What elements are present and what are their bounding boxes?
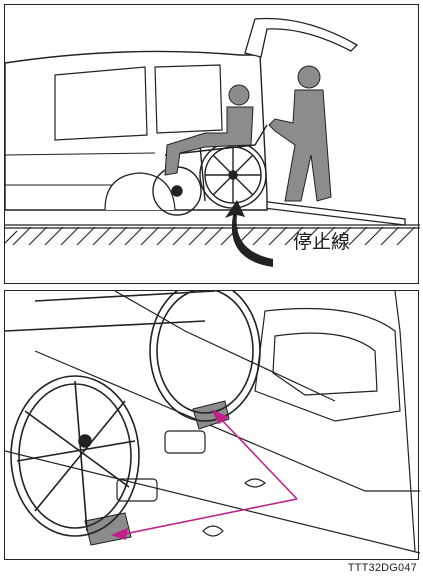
rear-hatch xyxy=(245,19,357,57)
ground-hatching xyxy=(5,225,420,243)
stop-line-detail-illustration xyxy=(5,291,420,561)
illustration-top-panel xyxy=(4,4,419,284)
ramp xyxy=(255,201,405,225)
vehicle-ramp-illustration xyxy=(5,5,420,285)
pushing-person xyxy=(269,66,331,201)
stop-line-front xyxy=(85,513,131,545)
figure-code: TTT32DG047 xyxy=(348,562,417,574)
leader-lines xyxy=(113,411,297,539)
wheelchair-wheel-left xyxy=(11,376,139,536)
stop-line-label: 停止線 xyxy=(293,227,350,254)
illustration-bottom-panel xyxy=(4,290,419,560)
